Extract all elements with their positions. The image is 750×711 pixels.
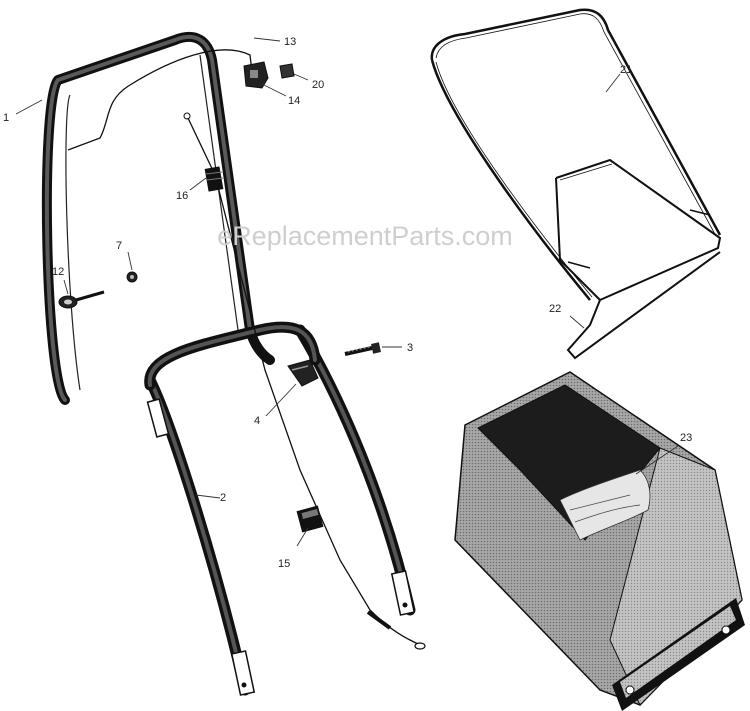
- callout-3: 3: [407, 342, 413, 354]
- callout-labels: 1 2 3 4 7 12 13 14 15 16 20 21 22 23: [3, 36, 692, 570]
- cable-clip: [204, 166, 224, 192]
- callout-22: 22: [549, 303, 561, 315]
- callout-16: 16: [176, 190, 188, 202]
- callout-12: 12: [52, 266, 64, 278]
- callout-14: 14: [288, 95, 300, 107]
- handle-nut: [126, 271, 138, 283]
- callout-7: 7: [116, 240, 122, 252]
- handle-washer-bolt: [58, 290, 105, 309]
- lever-pad: [279, 63, 295, 79]
- callout-21: 21: [620, 64, 632, 76]
- callout-13: 13: [284, 36, 296, 48]
- lower-handle: [144, 321, 416, 696]
- grass-bag: [454, 371, 745, 711]
- control-cable: [67, 49, 426, 650]
- handle-knob: [287, 359, 319, 387]
- bag-frame: [430, 8, 722, 360]
- callout-2: 2: [220, 492, 226, 504]
- handle-bolt: [344, 342, 381, 356]
- upper-handle: [41, 31, 275, 405]
- callout-20: 20: [312, 79, 324, 91]
- watermark-text: eReplacementParts.com: [217, 221, 513, 251]
- callout-4: 4: [254, 415, 260, 427]
- callout-1: 1: [3, 112, 9, 124]
- cable-tie: [296, 505, 324, 533]
- control-lever: [243, 61, 269, 89]
- callout-15: 15: [278, 558, 290, 570]
- callout-23: 23: [680, 432, 692, 444]
- leader-lines: [15, 37, 679, 547]
